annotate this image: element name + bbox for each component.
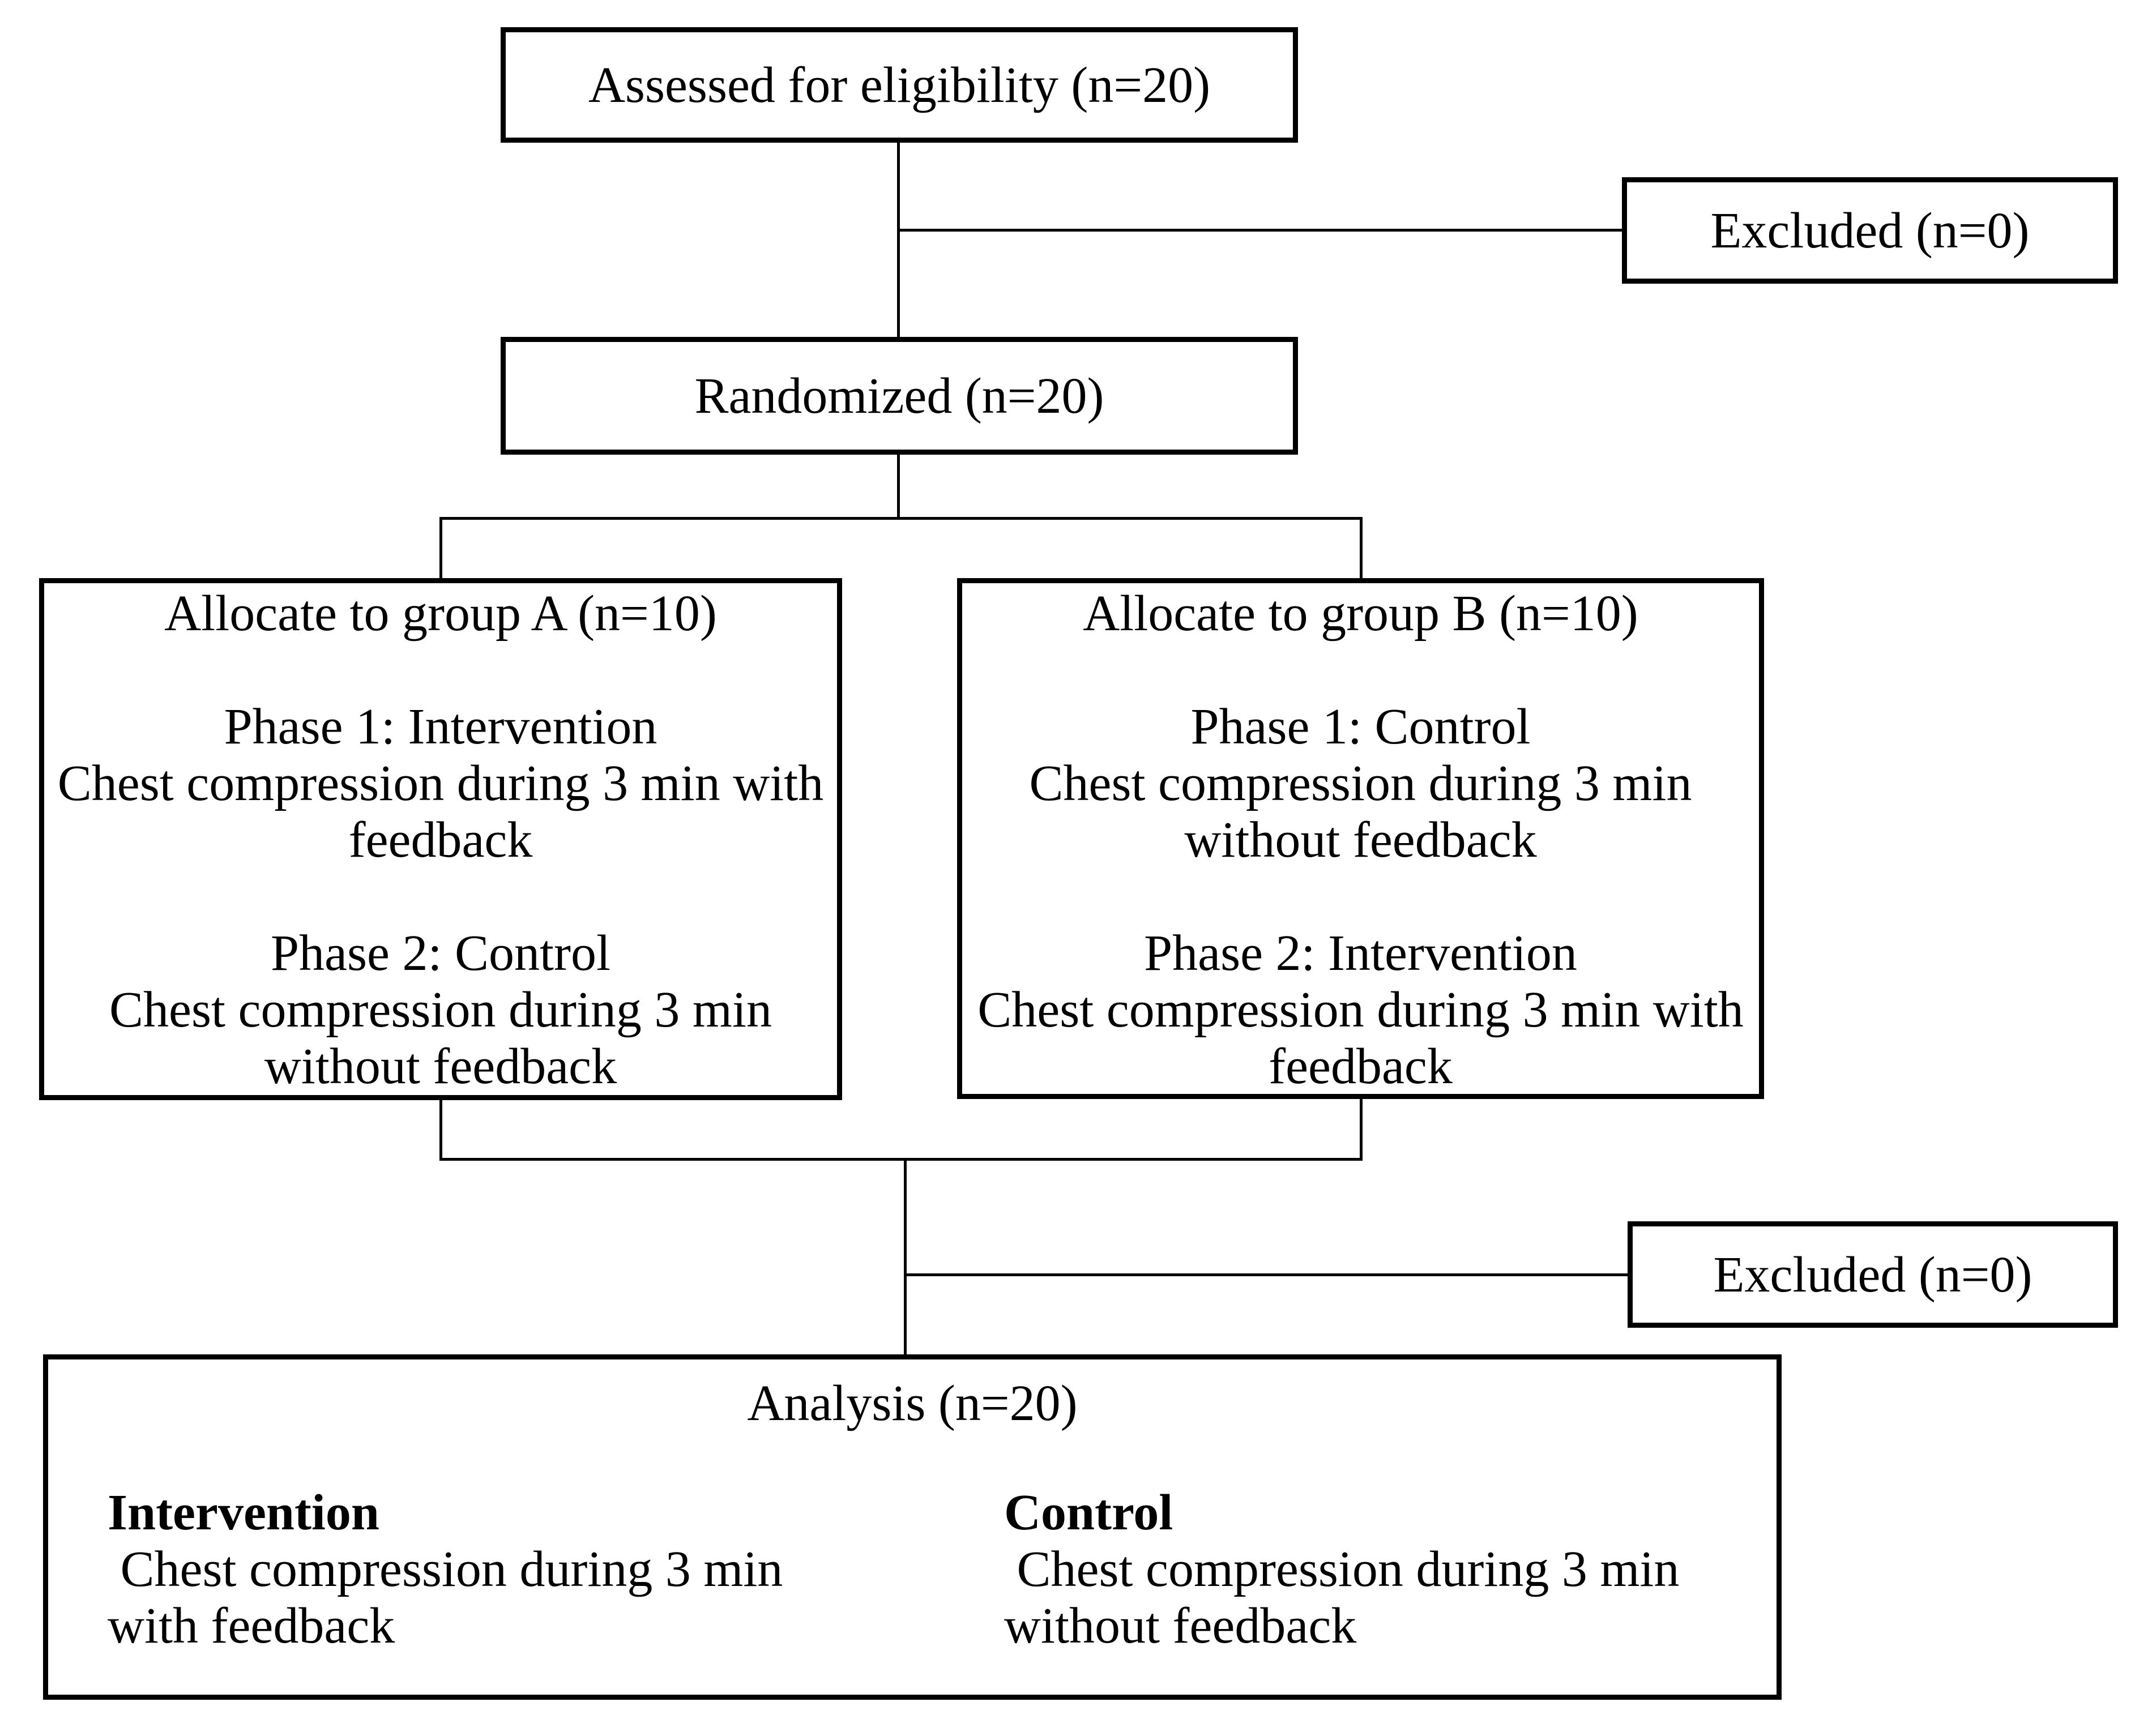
text-line: Chest compression during 3 min <box>109 982 772 1038</box>
analysis-control-heading: Control <box>1004 1485 1173 1541</box>
group-b-title: Allocate to group B (n=10) <box>1083 585 1638 642</box>
text-line: feedback <box>348 812 533 868</box>
connector-group-a-to-merge <box>439 1100 442 1159</box>
text-line <box>44 869 837 925</box>
randomized-box: Randomized (n=20) <box>501 337 1298 455</box>
text-line <box>962 642 1759 699</box>
text-line: without feedback <box>1184 812 1537 868</box>
connector-to-excluded-top <box>897 229 1622 232</box>
excluded-bottom-label: Excluded (n=0) <box>1713 1246 2032 1303</box>
group-b-box: Allocate to group B (n=10) Phase 1: Cont… <box>957 578 1764 1099</box>
group-b-phase1-title: Phase 1: Control <box>1190 699 1531 755</box>
text-line <box>44 642 837 699</box>
assessed-eligibility-label: Assessed for eligibility (n=20) <box>588 57 1211 113</box>
randomized-label: Randomized (n=20) <box>694 367 1104 424</box>
text-line: Chest compression during 3 min <box>1004 1541 1680 1597</box>
connector-assessed-to-randomized <box>897 143 900 337</box>
connector-group-b-to-merge <box>1360 1099 1363 1159</box>
excluded-top-label: Excluded (n=0) <box>1710 202 2030 259</box>
connector-branch-to-group-a <box>439 517 442 578</box>
connector-merge-to-analysis <box>904 1158 907 1354</box>
assessed-eligibility-box: Assessed for eligibility (n=20) <box>501 27 1298 143</box>
text-line: without feedback <box>264 1038 617 1094</box>
text-line: Chest compression during 3 min with <box>977 982 1744 1038</box>
text-line: Chest compression during 3 min <box>108 1541 783 1597</box>
analysis-box: Analysis (n=20) Intervention Chest compr… <box>43 1354 1782 1700</box>
text-line: with feedback <box>108 1598 395 1654</box>
connector-branch-to-group-b <box>1360 517 1363 578</box>
analysis-control-column: Control Chest compression during 3 min w… <box>1004 1485 1679 1654</box>
analysis-intervention-heading: Intervention <box>108 1485 379 1541</box>
connector-randomized-to-branch <box>897 455 900 518</box>
excluded-top-box: Excluded (n=0) <box>1622 177 2118 284</box>
group-a-title: Allocate to group A (n=10) <box>164 585 717 642</box>
analysis-intervention-column: Intervention Chest compression during 3 … <box>108 1485 783 1654</box>
branch-line-allocation <box>439 517 1363 520</box>
text-line: without feedback <box>1004 1598 1357 1654</box>
excluded-bottom-box: Excluded (n=0) <box>1628 1221 2118 1328</box>
connector-to-excluded-bottom <box>904 1273 1628 1276</box>
group-a-phase2-title: Phase 2: Control <box>271 925 610 981</box>
group-a-phase1-title: Phase 1: Intervention <box>224 699 657 755</box>
group-b-phase2-title: Phase 2: Intervention <box>1144 925 1577 981</box>
text-line: feedback <box>1269 1038 1453 1094</box>
group-a-box: Allocate to group A (n=10) Phase 1: Inte… <box>39 578 842 1100</box>
text-line: Chest compression during 3 min with <box>57 755 824 811</box>
analysis-title: Analysis (n=20) <box>747 1375 1078 1431</box>
merge-line-groups <box>439 1158 1363 1161</box>
text-line: Chest compression during 3 min <box>1029 755 1692 811</box>
text-line <box>962 869 1759 925</box>
